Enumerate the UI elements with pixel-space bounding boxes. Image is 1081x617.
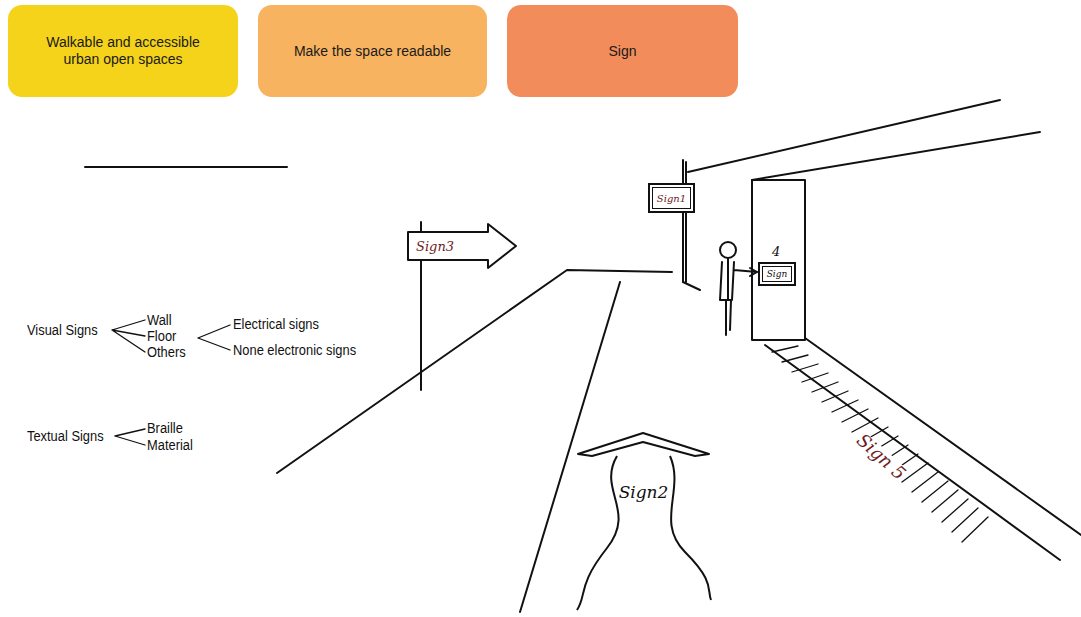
floor-sign: Sign2: [575, 430, 712, 610]
heading-rule: [85, 166, 287, 168]
ground-line: [765, 345, 1060, 560]
tree-branch: [115, 429, 145, 445]
category-label: Visual Signs: [27, 322, 98, 338]
node-text: Sign: [608, 43, 636, 60]
tree-branch: [198, 325, 230, 350]
node-text: Sign2: [575, 482, 712, 502]
wall-sign: 4Sign: [758, 262, 796, 286]
node-text: Sign1: [657, 193, 686, 204]
floor-path-edge: [670, 456, 711, 600]
tactile-hatching: [772, 346, 988, 542]
roof-line: [752, 132, 1040, 180]
roof-line: [688, 100, 1000, 172]
arrow-shape: [408, 224, 516, 268]
floor-chevron: [578, 433, 709, 456]
door: [752, 180, 805, 340]
branch-label: Others: [147, 344, 186, 360]
person-head: [720, 242, 736, 258]
branch-label: Wall: [147, 312, 172, 328]
pointer-head: [750, 268, 757, 276]
floor-path-edge: [577, 456, 619, 610]
arrow-sign: Sign3: [406, 222, 518, 270]
wall-edge: [682, 160, 684, 282]
hanging-sign: Sign1: [648, 183, 695, 213]
branch-label: Braille: [147, 420, 183, 436]
branch-label: Electrical signs: [233, 316, 319, 332]
node-text: Make the space readable: [294, 43, 451, 60]
node-text: Sign: [767, 269, 788, 279]
road-centre: [520, 282, 620, 612]
ground-line: [805, 338, 1081, 535]
theme-box: Walkable and accessible urban open space…: [8, 5, 238, 97]
branch-label: Material: [147, 437, 193, 453]
wall-edge: [683, 282, 700, 290]
theme-box: Sign: [507, 5, 738, 97]
branch-label: Floor: [147, 328, 176, 344]
person-figure: [720, 258, 757, 335]
node-text: Walkable and accessible urban open space…: [36, 34, 211, 68]
tree-branch: [112, 320, 145, 352]
sketch-lines: [85, 100, 1081, 612]
floor-arrow-outline: [575, 430, 712, 610]
node-text: Sign3: [416, 239, 454, 254]
stripe-sign-label: Sign 5: [853, 430, 910, 484]
sign-post: [685, 162, 687, 282]
branch-label: None electronic signs: [233, 342, 356, 358]
category-label: Textual Signs: [27, 428, 104, 444]
theme-box: Make the space readable: [258, 5, 487, 97]
callout-number: 4: [772, 244, 780, 259]
